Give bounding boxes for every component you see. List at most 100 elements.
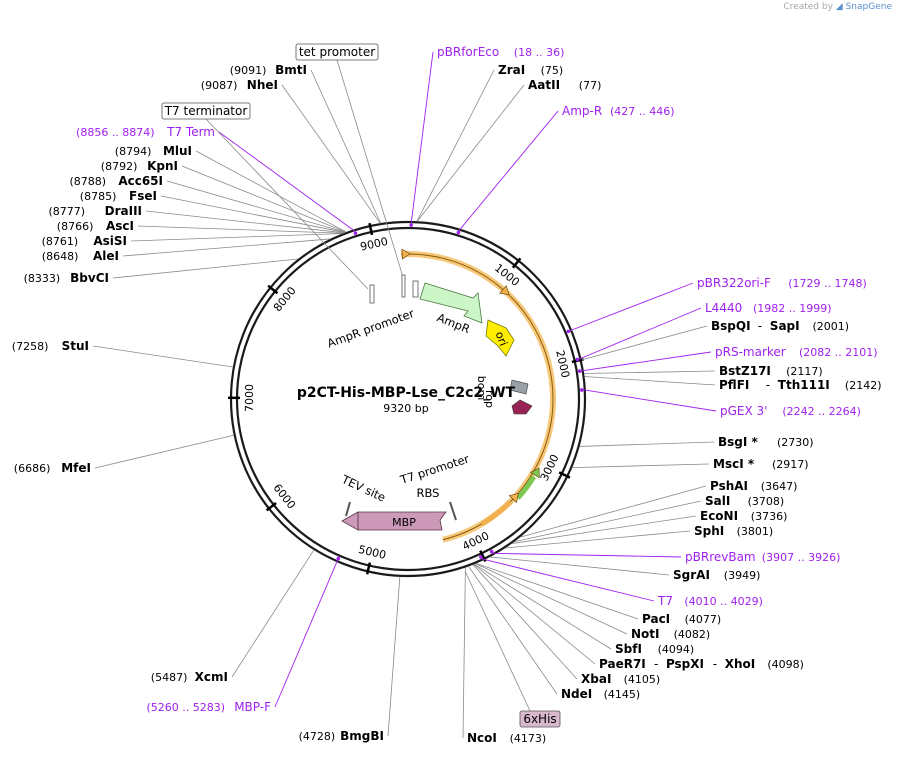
enzyme-sep-pflfi: - — [766, 378, 770, 392]
orf-ampr-arrowhead-icon — [499, 285, 510, 296]
enzyme-position-kpni: (8792) — [101, 160, 138, 173]
enzyme-name-noti: NotI — [631, 627, 660, 641]
primer-leader-pbrforeco — [410, 51, 434, 224]
enzyme-name-zrai: ZraI — [498, 63, 525, 77]
primer-range-pgex-3: (2242 .. 2264) — [782, 405, 861, 418]
tet-promoter-mark — [401, 274, 406, 298]
enzyme-leader-acc65i — [166, 180, 346, 233]
enzyme-position-fsei: (8785) — [80, 190, 117, 203]
enzyme-position-xcmi: (5487) — [151, 671, 188, 684]
primer-site-pbr322ori-f — [566, 329, 571, 334]
enzyme-leader-bsgi — [579, 441, 715, 447]
ampr-promoter-label: AmpR promoter — [325, 306, 416, 351]
primer-label-t7-term: T7 Term (8856 .. 8874) — [76, 125, 215, 139]
enzyme-label-stui: StuI(7258) — [12, 339, 89, 353]
enzyme-leader-noti — [475, 563, 628, 635]
primer-range-t7: (4010 .. 4029) — [684, 595, 763, 608]
tick-6000 — [265, 502, 277, 512]
enzyme-label-mfei: MfeI(6686) — [14, 461, 91, 475]
enzyme-name2-pflfi: Tth111I — [778, 378, 830, 392]
ori-feature-arrow — [485, 319, 515, 357]
tick-5000 — [365, 562, 372, 575]
tev-site-mark — [345, 501, 351, 517]
enzyme-position-pshai: (3647) — [761, 480, 798, 493]
enzyme-position-zrai: (75) — [541, 64, 564, 77]
enzyme-position-bbvci: (8333) — [24, 272, 61, 285]
primer-label-mbp-f: MBP-F(5260 .. 5283) — [146, 700, 271, 714]
enzyme-leader-xbai — [472, 564, 578, 680]
orf-lse-arrowhead-icon — [401, 248, 411, 260]
enzyme-name2-paer7i: PspXI — [666, 657, 704, 671]
enzyme-sep2-paer7i: - — [713, 657, 717, 671]
enzyme-name-ncoi: NcoI — [467, 731, 497, 745]
enzyme-position-bstz17i: (2117) — [786, 365, 823, 378]
enzyme-leader-pflfi — [584, 376, 716, 386]
boxed-feature-leader-t7-terminator — [205, 118, 369, 290]
boxed-feature-name-his-tag: 6xHis — [523, 712, 556, 726]
enzyme-name-bstz17i: BstZ17I — [719, 364, 771, 378]
enzyme-position-alei: (8648) — [42, 250, 79, 263]
enzyme-position-paer7i: (4098) — [767, 658, 804, 671]
primer-leader-prs-marker — [581, 351, 712, 372]
enzyme-label-bmgbi: BmgBI(4728) — [299, 729, 384, 743]
enzyme-label-pflfi: PflFI-Tth111I(2142) — [719, 378, 881, 392]
primer-name-t7-term: T7 Term — [166, 125, 215, 139]
primer-site-pbrrevbam — [489, 549, 494, 554]
enzyme-label-asisi: AsiSI(8761) — [42, 234, 127, 248]
enzyme-position-ncoi: (4173) — [510, 732, 547, 745]
enzyme-label-bmti: BmtI(9091) — [230, 63, 307, 77]
primer-name-pbrrevbam: pBRrevBam — [685, 550, 756, 564]
primer-range-mbp-f: (5260 .. 5283) — [146, 701, 225, 714]
mbp-label: MBP — [392, 516, 416, 529]
enzyme-leader-mlui — [195, 150, 347, 233]
plasmid-name: p2CT-His-MBP-Lse_C2c2_WT — [297, 385, 516, 401]
enzyme-leader-zrai — [416, 69, 495, 222]
primer-label-l4440: L4440(1982 .. 1999) — [705, 301, 832, 315]
primer-site-l4440 — [575, 357, 580, 362]
boxed-feature-name-tet-promoter: tet promoter — [299, 45, 375, 59]
primer-leader-amp-r — [458, 110, 559, 231]
enzyme-label-xbai: XbaI(4105) — [581, 672, 660, 686]
primer-site-amp-r — [456, 230, 461, 235]
enzyme-leader-asci — [137, 225, 344, 234]
enzyme-leader-bbvci — [112, 258, 299, 279]
enzyme-position-noti: (4082) — [674, 628, 711, 641]
enzyme-label-fsei: FseI(8785) — [80, 189, 157, 203]
enzyme-position-ndei: (4145) — [604, 688, 641, 701]
enzyme-name-ndei: NdeI — [561, 687, 592, 701]
primer-leader-mbp-f — [274, 560, 338, 708]
enzyme-leader-econi — [511, 515, 697, 544]
boxed-feature-frame-his-tag — [519, 710, 561, 728]
enzyme-leader-sbfi — [474, 563, 612, 650]
enzyme-label-sphi: SphI(3801) — [694, 524, 773, 538]
enzyme-leader-kpni — [181, 165, 347, 233]
enzyme-name-bmgbi: BmgBI — [340, 729, 384, 743]
enzyme-label-mlui: MluI(8794) — [115, 144, 192, 158]
enzyme-name-bsgi: BsgI * — [718, 435, 759, 449]
leader-lines — [92, 51, 717, 739]
enzyme-name-nhei: NheI — [247, 78, 278, 92]
enzyme-leader-fsei — [160, 195, 346, 233]
primer-name-pbr322ori-f: pBR322ori-F — [697, 276, 771, 290]
enzyme-name-asisi: AsiSI — [93, 234, 127, 248]
enzyme-leader-sgrai — [490, 556, 670, 576]
primer-site-t7 — [479, 555, 483, 559]
primer-range-pbrrevbam: (3907 .. 3926) — [762, 551, 841, 564]
enzyme-leader-nhei — [281, 84, 381, 224]
enzyme-label-asci: AscI(8766) — [57, 219, 134, 233]
enzyme-name-paer7i: PaeR7I — [599, 657, 646, 671]
primer-site-t7-term — [353, 231, 358, 235]
enzyme-name-bbvci: BbvCI — [70, 271, 109, 285]
tick-3000 — [558, 471, 571, 479]
orf-small-arrowhead-icon — [508, 492, 519, 504]
enzyme-position-sphi: (3801) — [737, 525, 774, 538]
enzyme-leader-alei — [122, 238, 331, 257]
primer-range-t7-term: (8856 .. 8874) — [76, 126, 155, 139]
boxed-feature-name-t7-terminator: T7 terminator — [164, 104, 248, 118]
enzyme-label-msci: MscI *(2917) — [713, 457, 809, 471]
enzyme-leader-paer7i — [473, 564, 596, 665]
primer-leader-pgex-3 — [583, 389, 717, 412]
primer-range-l4440: (1982 .. 1999) — [753, 302, 832, 315]
enzyme-position-paci: (4077) — [685, 613, 722, 626]
enzyme-position-asci: (8766) — [57, 220, 94, 233]
